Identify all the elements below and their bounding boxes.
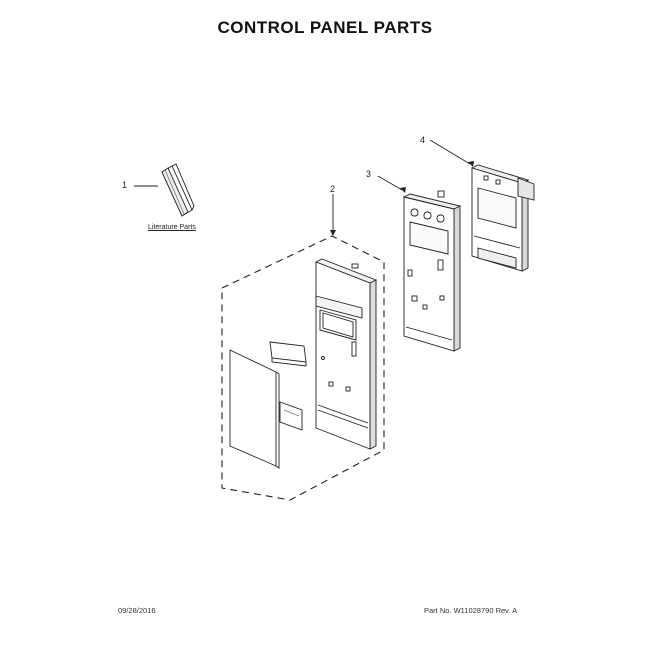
membrane-overlay bbox=[229, 349, 280, 469]
page-title: CONTROL PANEL PARTS bbox=[217, 18, 433, 37]
control-bracket bbox=[377, 175, 462, 352]
callout-leader-3 bbox=[377, 175, 403, 191]
callout-number-1: 1 bbox=[122, 180, 128, 190]
display-window bbox=[269, 341, 307, 367]
touchpad-connector bbox=[279, 401, 303, 431]
control-panel-front bbox=[314, 258, 378, 450]
callout-number-2: 2 bbox=[330, 184, 336, 194]
footer-date: 09/28/2016 bbox=[118, 606, 156, 615]
footer-part-number: Part No. W11028790 Rev. A bbox=[424, 606, 518, 615]
callout-leader-4 bbox=[429, 139, 471, 165]
assembly-dashed-outline bbox=[221, 235, 385, 501]
literature-parts-label: Literature Parts bbox=[148, 224, 196, 231]
callout-number-3: 3 bbox=[366, 169, 372, 179]
callout-number-4: 4 bbox=[420, 135, 426, 145]
literature-booklet bbox=[161, 163, 195, 217]
control-board-bracket bbox=[429, 139, 535, 272]
